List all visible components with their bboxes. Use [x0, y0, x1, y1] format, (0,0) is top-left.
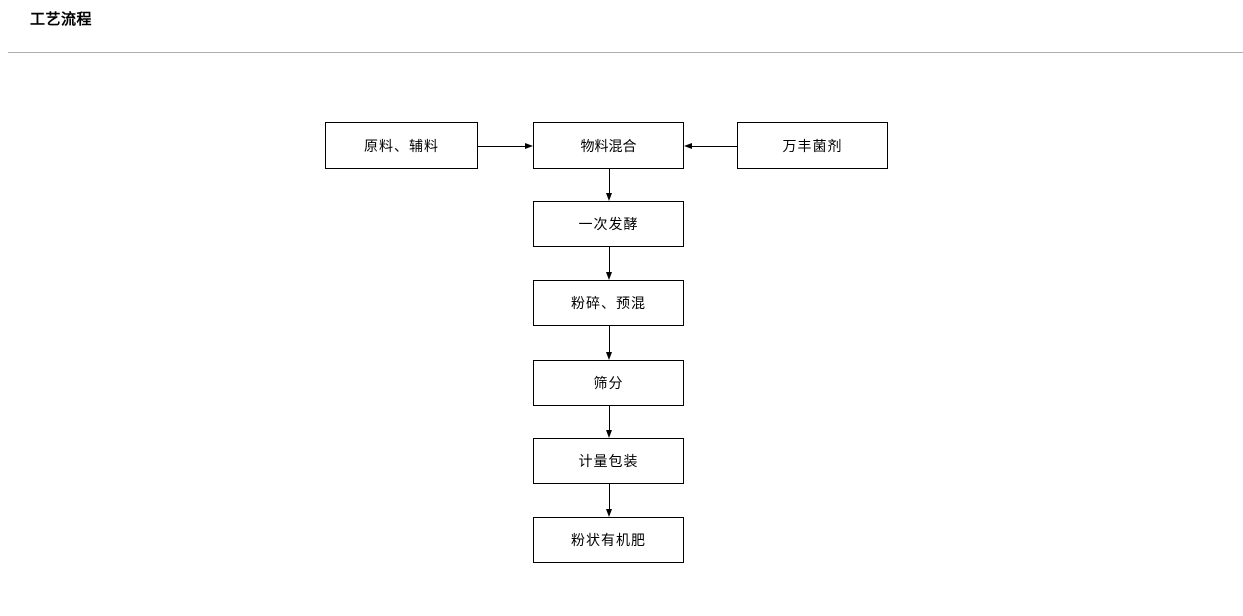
- flow-node-material-mixing: 物料混合: [533, 122, 684, 169]
- flow-edge-inoculant-to-mixing: [684, 142, 737, 150]
- flow-node-primary-fermentation: 一次发酵: [533, 201, 684, 247]
- arrowhead-icon: [605, 193, 612, 201]
- flow-edge-packaging-to-product: [605, 484, 613, 517]
- flow-edge-crushing-to-screening: [605, 326, 613, 360]
- flow-node-label: 一次发酵: [578, 216, 639, 232]
- flow-edge-fermentation-to-crushing: [605, 247, 613, 280]
- edge-line: [608, 326, 610, 352]
- flow-node-powdered-organic-fertilizer: 粉状有机肥: [533, 517, 684, 563]
- flow-edge-screening-to-packaging: [605, 406, 613, 438]
- flow-node-screening: 筛分: [533, 360, 684, 406]
- arrowhead-icon: [605, 430, 612, 438]
- arrowhead-icon: [605, 352, 612, 360]
- flow-node-crushing-premixing: 粉碎、预混: [533, 280, 684, 326]
- edge-line: [608, 247, 610, 272]
- page-title: 工艺流程: [30, 11, 93, 28]
- flow-node-label: 计量包装: [578, 453, 639, 469]
- edge-line: [608, 169, 610, 193]
- arrowhead-icon: [605, 509, 612, 517]
- flow-node-wanfeng-inoculant: 万丰菌剂: [737, 122, 888, 169]
- flow-node-label: 原料、辅料: [364, 137, 439, 154]
- flow-edge-raw-materials-to-mixing: [478, 142, 533, 150]
- arrowhead-icon: [684, 142, 692, 149]
- flow-node-label: 粉状有机肥: [571, 532, 646, 548]
- edge-line: [608, 406, 610, 430]
- edge-line: [692, 145, 737, 147]
- flow-node-label: 物料混合: [580, 137, 637, 154]
- edge-line: [608, 484, 610, 509]
- flow-edge-mixing-to-fermentation: [605, 169, 613, 201]
- flow-node-label: 筛分: [593, 375, 624, 391]
- arrowhead-icon: [525, 142, 533, 149]
- flow-node-label: 粉碎、预混: [571, 295, 646, 311]
- header-divider: [8, 52, 1243, 53]
- arrowhead-icon: [605, 272, 612, 280]
- flow-node-raw-materials: 原料、辅料: [325, 122, 478, 169]
- flow-node-label: 万丰菌剂: [782, 137, 843, 154]
- flow-node-metering-packaging: 计量包装: [533, 438, 684, 484]
- edge-line: [478, 145, 525, 147]
